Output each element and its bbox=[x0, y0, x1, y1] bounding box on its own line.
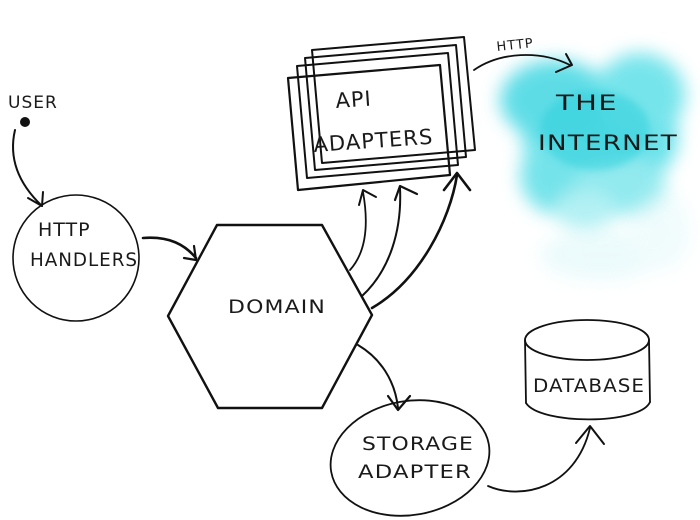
domain-label: DOMAIN bbox=[228, 296, 326, 318]
internet-label-line2: INTERNET bbox=[538, 131, 678, 155]
internet-label-line1: THE bbox=[555, 91, 618, 115]
user-label: USER bbox=[8, 93, 58, 113]
arrowhead-icon bbox=[182, 244, 198, 262]
arrowhead-icon bbox=[442, 171, 472, 192]
edge-api-adapters-to-internet bbox=[473, 54, 571, 71]
storage-adapter-label-line2: ADAPTER bbox=[358, 461, 472, 483]
user-dot bbox=[20, 117, 30, 127]
http-handlers-label-line2: HANDLERS bbox=[30, 249, 138, 271]
edge-domain-to-api-adapters-2 bbox=[361, 187, 402, 297]
arrowhead-icon bbox=[555, 53, 573, 73]
database-node bbox=[524, 319, 651, 421]
edge-http-label: HTTP bbox=[496, 36, 535, 55]
http-handlers-node bbox=[12, 194, 140, 322]
api-adapters-label-line1: API bbox=[335, 87, 373, 113]
api-adapters-node bbox=[286, 36, 476, 192]
edge-http-handlers-to-domain bbox=[141, 236, 198, 260]
http-handlers-label-line1: HTTP bbox=[38, 219, 91, 241]
arrowhead-icon bbox=[575, 425, 605, 445]
database-label: DATABASE bbox=[533, 375, 645, 397]
storage-adapter-node bbox=[329, 399, 491, 517]
arrowhead-icon bbox=[393, 184, 419, 202]
edge-user-to-http-handlers bbox=[12, 129, 43, 207]
edge-domain-to-api-adapters-1 bbox=[349, 191, 367, 271]
domain-node bbox=[166, 223, 374, 410]
api-adapters-label-line2: ADAPTERS bbox=[313, 125, 434, 157]
edge-domain-to-storage-adapter bbox=[357, 344, 399, 409]
edge-domain-to-api-adapters-3 bbox=[370, 173, 459, 310]
arrowhead-icon bbox=[358, 189, 377, 206]
internet-cloud bbox=[500, 53, 690, 280]
edge-storage-adapter-to-database bbox=[487, 427, 591, 493]
arrowhead-icon bbox=[27, 191, 44, 207]
storage-adapter-label-line1: STORAGE bbox=[362, 433, 474, 455]
